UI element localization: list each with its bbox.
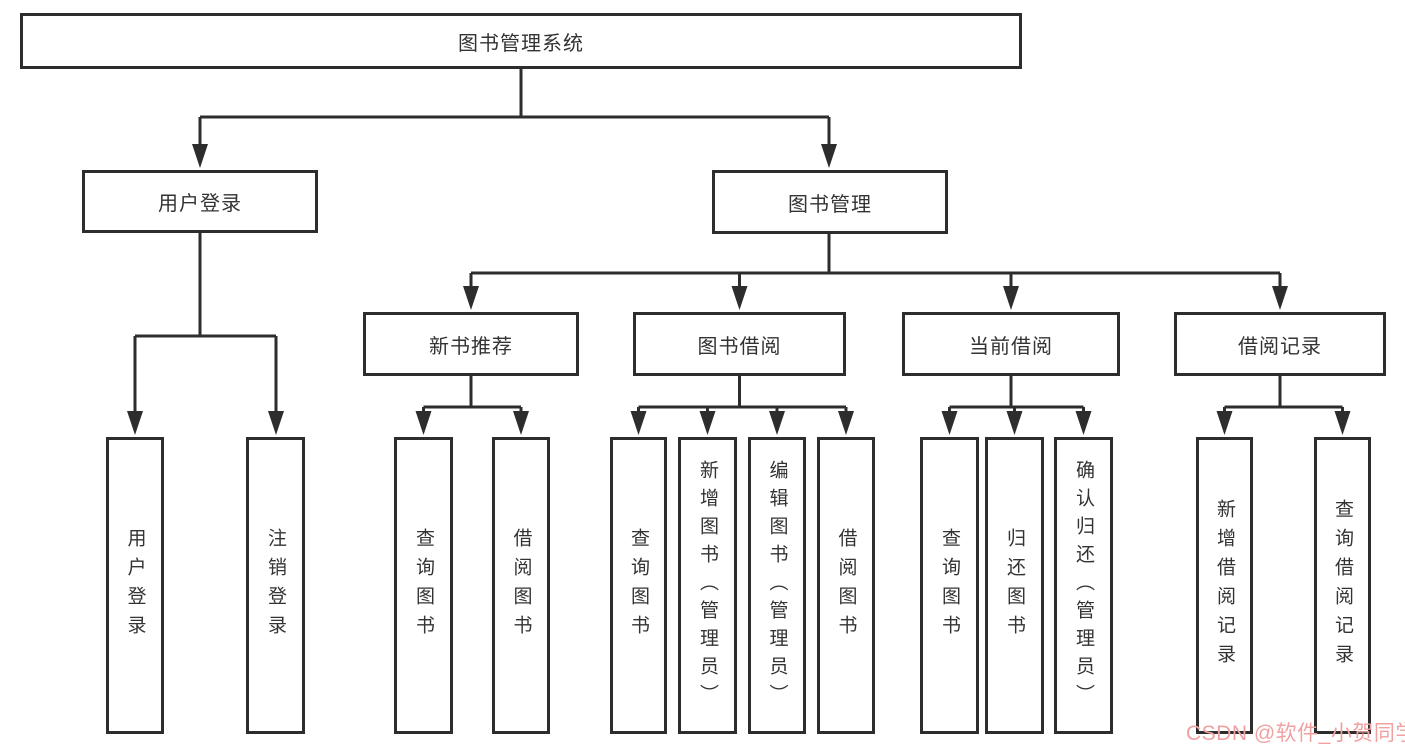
leaf-newbook-query-books: 查询图书 (394, 437, 453, 734)
leaf-newbook-borrow-books: 借阅图书 (492, 437, 550, 734)
leaf-current-confirm-return-admin: 确认归还（管理员） (1054, 437, 1113, 734)
connector-new-book-to-leaves (415, 376, 529, 435)
leaf-logout: 注销登录 (246, 437, 305, 734)
leaf-user-login: 用户登录 (106, 437, 164, 734)
connector-book-management-to-level3 (463, 233, 1288, 310)
node-book-borrow: 图书借阅 (633, 312, 846, 376)
connector-book-borrow-to-leaves (630, 376, 854, 435)
connector-root-to-level2 (192, 69, 837, 168)
node-book-management: 图书管理 (712, 170, 948, 234)
leaf-current-return-books: 归还图书 (985, 437, 1044, 734)
leaf-record-add-borrow-record: 新增借阅记录 (1196, 437, 1253, 734)
node-current-borrow: 当前借阅 (902, 312, 1120, 376)
connector-borrow-record-to-leaves (1216, 376, 1351, 435)
node-root-library-system: 图书管理系统 (20, 13, 1022, 69)
connector-current-borrow-to-leaves (941, 376, 1092, 435)
connector-user-login-to-leaves (127, 233, 284, 435)
leaf-record-query-borrow-record: 查询借阅记录 (1314, 437, 1371, 734)
leaf-borrow-borrow-books: 借阅图书 (817, 437, 875, 734)
csdn-watermark: CSDN @软件_小贺同学 (1186, 722, 1405, 745)
leaf-current-query-books: 查询图书 (920, 437, 979, 734)
node-new-book-recommend: 新书推荐 (363, 312, 579, 376)
node-user-login: 用户登录 (82, 170, 318, 233)
leaf-borrow-add-books-admin: 新增图书（管理员） (678, 437, 737, 734)
node-borrow-record: 借阅记录 (1174, 312, 1386, 376)
leaf-borrow-edit-books-admin: 编辑图书（管理员） (748, 437, 806, 734)
leaf-borrow-query-books: 查询图书 (610, 437, 667, 734)
